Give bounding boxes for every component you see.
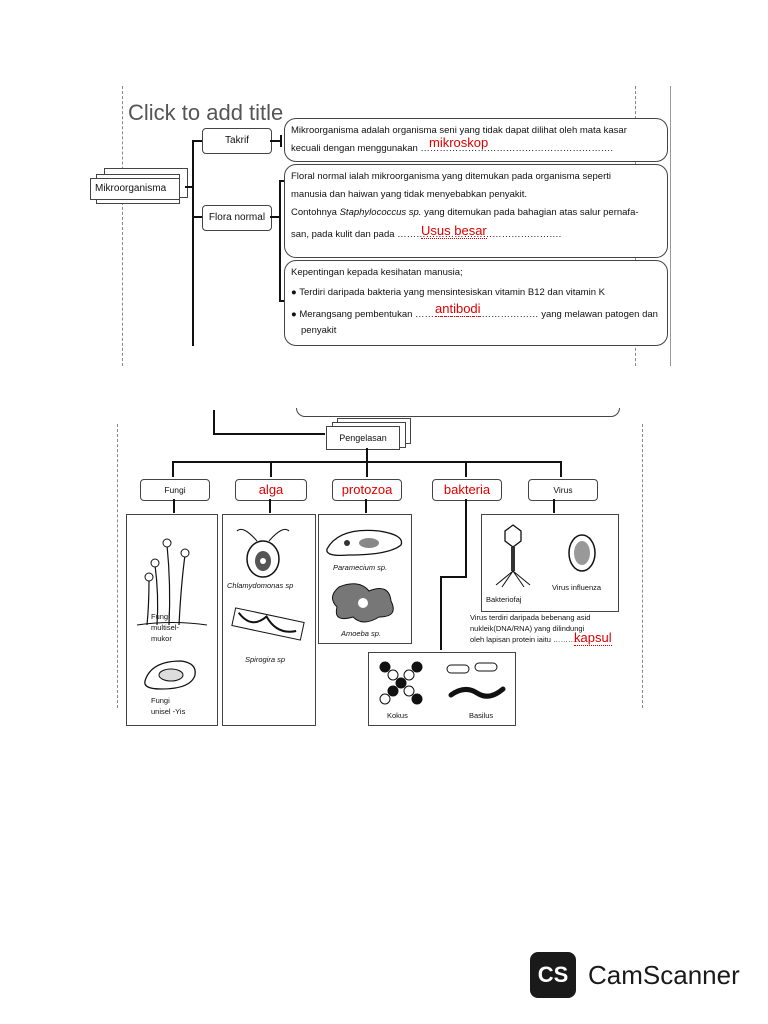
kep-text-1: Kepentingan kepada kesihatan manusia; xyxy=(291,267,463,278)
takrif-text-1: Mikroorganisma adalah organisma seni yan… xyxy=(291,125,627,136)
virus-caption-2: Virus influenza xyxy=(552,583,602,592)
virus-influenza-drawing xyxy=(568,534,596,572)
bakteria-panel: Kokus Basilus xyxy=(368,652,516,726)
takrif-box: Mikroorganisma adalah organisma seni yan… xyxy=(284,118,668,162)
basilus-drawing xyxy=(446,662,506,699)
protozoa-panel: Paramecium sp. Amoeba sp. xyxy=(318,514,412,644)
chlamydomonas-drawing xyxy=(236,528,290,578)
kokus-drawing xyxy=(379,661,423,705)
root-node: Mikroorganisma xyxy=(90,178,180,200)
kepentingan-box: Kepentingan kepada kesihatan manusia; ● … xyxy=(284,260,668,346)
paramecium-drawing xyxy=(326,529,403,557)
alga-caption-2: Spirogira sp xyxy=(245,655,286,664)
flora-answer: Usus besar xyxy=(421,223,487,239)
flora-text-4: san, pada kulit dan pada ………………………………………… xyxy=(291,229,562,240)
kep-bullet-2-cont: penyakit xyxy=(301,325,337,336)
flora-text-2: manusia dan haiwan yang tidak menyebabka… xyxy=(291,189,528,200)
kep-answer: antibodi xyxy=(435,301,481,317)
amoeba-drawing xyxy=(332,583,394,623)
bakteria-caption-1: Kokus xyxy=(387,711,408,720)
camscanner-logo: CS xyxy=(530,952,576,998)
virus-answer: kapsul xyxy=(574,630,612,646)
takrif-answer: mikroskop xyxy=(429,135,489,150)
takrif-text-2: kecuali dengan menggunakan …………………………………… xyxy=(291,143,614,154)
kep-bullet-1: ● Terdiri daripada bakteria yang mensint… xyxy=(291,287,605,298)
alga-caption-1: Chlamydomonas sp xyxy=(227,581,294,590)
category-virus: Virus xyxy=(528,479,598,501)
virus-caption-1: Bakteriofaj xyxy=(486,595,522,604)
slide-title-placeholder[interactable]: Click to add title xyxy=(128,100,284,120)
category-bakteria: bakteria xyxy=(432,479,502,501)
tree-spine xyxy=(192,140,194,346)
camscanner-brand: CamScanner xyxy=(588,960,740,990)
flora-text-1: Floral normal ialah mikroorganisma yang … xyxy=(291,171,611,182)
kep-bullet-2: ● Merangsang pembentukan ………………………………… y… xyxy=(291,309,658,320)
virus-panel: Bakteriofaj Virus influenza xyxy=(481,514,619,612)
category-fungi: Fungi xyxy=(140,479,210,501)
slide-edge xyxy=(670,86,671,366)
flora-text-3: Contohnya Staphylococcus sp. yang ditemu… xyxy=(291,207,639,218)
flora-box: Floral normal ialah mikroorganisma yang … xyxy=(284,164,668,258)
spirogira-drawing xyxy=(231,607,305,641)
bakteriofaj-drawing xyxy=(495,524,531,588)
category-protozoa: protozoa xyxy=(332,479,402,501)
protozoa-caption-2: Amoeba sp. xyxy=(341,629,382,638)
pengelasan-node: Pengelasan xyxy=(326,426,400,450)
alga-panel: Chlamydomonas sp Spirogira sp xyxy=(222,514,316,726)
yis-drawing xyxy=(144,660,196,690)
mukor-drawing xyxy=(136,538,208,626)
flora-node: Flora normal xyxy=(202,205,272,231)
takrif-node: Takrif xyxy=(202,128,272,154)
bakteria-caption-2: Basilus xyxy=(469,711,494,720)
protozoa-caption-1: Paramecium sp. xyxy=(333,563,388,572)
category-alga: alga xyxy=(235,479,307,501)
